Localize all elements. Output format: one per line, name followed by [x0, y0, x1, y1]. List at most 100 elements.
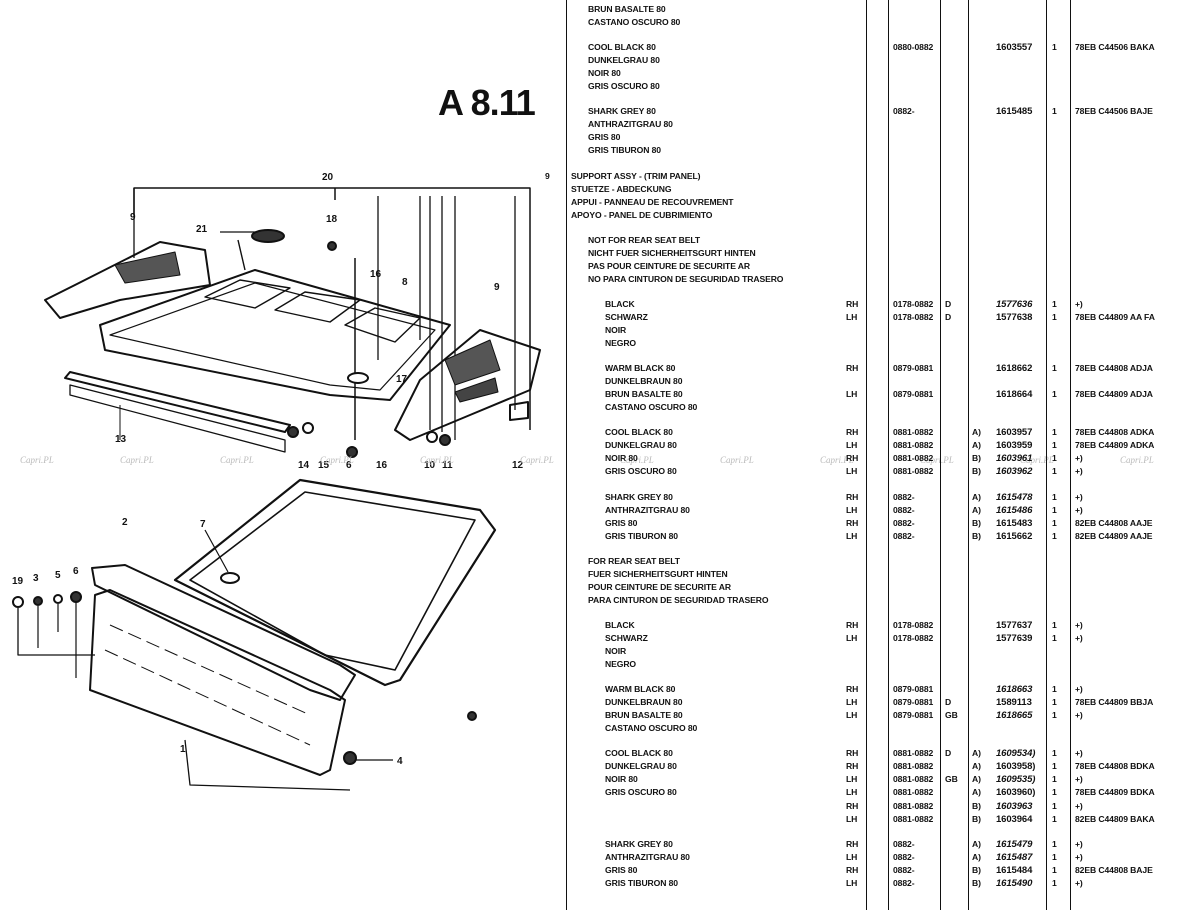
date-range-cell: 0879-0881 [893, 684, 934, 695]
part-number-cell: 1603964 [996, 813, 1033, 825]
engineering-code-cell: 82EB C44808 AAJE [1075, 517, 1153, 528]
date-range-cell: 0879-0881 [893, 710, 934, 721]
option-cell: B) [972, 800, 981, 811]
engineering-code-cell: 82EB C44809 BAKA [1075, 813, 1155, 824]
side-cell: LH [846, 632, 858, 643]
date-range-cell: 0882- [893, 838, 915, 849]
part-number-cell: 1618662 [996, 363, 1033, 375]
date-range-cell: 0879-0881 [893, 697, 934, 708]
part-number-cell: 1615485 [996, 106, 1033, 118]
option-cell: A) [972, 761, 981, 772]
side-cell: RH [846, 453, 859, 464]
description-line: GRIS OSCURO 80 [588, 81, 660, 92]
callout-12: 12 [512, 460, 524, 471]
part-number-cell: 1577639 [996, 632, 1033, 644]
description-line: PAS POUR CEINTURE DE SECURITE AR [588, 260, 751, 271]
option-cell: B) [972, 864, 981, 875]
quantity-cell: 1 [1052, 42, 1057, 53]
description-line: DUNKELGRAU 80 [605, 440, 677, 451]
option-cell: A) [972, 748, 981, 759]
description-line: GRIS 80 [605, 864, 638, 875]
option-cell: A) [972, 427, 981, 438]
callout-4: 4 [397, 756, 403, 767]
description-line: SCHWARZ [605, 311, 648, 322]
option-cell: B) [972, 453, 981, 464]
part-number-cell: 1603557 [996, 42, 1033, 54]
description-line: NEGRO [605, 338, 637, 349]
quantity-cell: 1 [1052, 787, 1057, 798]
part-number-cell: 1589113 [996, 697, 1032, 709]
callout-8: 8 [402, 277, 408, 288]
quantity-cell: 1 [1052, 389, 1057, 400]
description-line: COOL BLACK 80 [588, 42, 656, 53]
side-cell: RH [846, 684, 859, 695]
description-line: NOIR 80 [588, 68, 621, 79]
watermark: Capri.PL [520, 455, 554, 465]
side-cell: RH [846, 748, 859, 759]
description-line: NO PARA CINTURON DE SEGURIDAD TRASERO [588, 273, 784, 284]
description-line: WARM BLACK 80 [605, 684, 676, 695]
description-line: BLACK [605, 619, 635, 630]
quantity-cell: 1 [1052, 311, 1057, 322]
engineering-code-cell: 78EB C44809 BDKA [1075, 787, 1155, 798]
date-range-cell: 0882- [893, 877, 915, 888]
column-rule [940, 0, 941, 910]
callout-9-right: 9 [494, 282, 500, 293]
engineering-code-cell: 82EB C44809 AAJE [1075, 530, 1153, 541]
page-reference: A 8.11 [438, 82, 536, 123]
watermark: Capri.PL [720, 455, 754, 465]
engineering-code-cell: +) [1075, 466, 1083, 477]
date-range-cell: 0178-0882 [893, 632, 934, 643]
side-cell: LH [846, 311, 858, 322]
side-cell: RH [846, 619, 859, 630]
description-line: BRUN BASALTE 80 [605, 710, 683, 721]
engineering-code-cell: +) [1075, 851, 1083, 862]
callout-7: 7 [200, 519, 206, 530]
option-cell: A) [972, 504, 981, 515]
description-line: SHARK GREY 80 [605, 491, 673, 502]
description-line: BRUN BASALTE 80 [605, 389, 683, 400]
option-cell: A) [972, 787, 981, 798]
callout-6-upper: 6 [346, 460, 352, 471]
quantity-cell: 1 [1052, 106, 1057, 117]
quantity-cell: 1 [1052, 774, 1057, 785]
date-range-cell: 0882- [893, 504, 915, 515]
engineering-code-cell: +) [1075, 800, 1083, 811]
description-line: SUPPORT ASSY - (TRIM PANEL) [571, 170, 701, 181]
description-line: POUR CEINTURE DE SECURITE AR [588, 581, 731, 592]
item-marker: 9 [545, 170, 550, 181]
date-range-cell: 0178-0882 [893, 298, 934, 309]
part-number-cell: 1609535) [996, 774, 1036, 786]
description-line: CASTANO OSCURO 80 [605, 402, 698, 413]
date-range-cell: 0882- [893, 106, 915, 117]
date-range-cell: 0879-0881 [893, 363, 934, 374]
option-cell: B) [972, 466, 981, 477]
quantity-cell: 1 [1052, 491, 1057, 502]
description-line: DUNKELBRAUN 80 [605, 697, 683, 708]
side-cell: LH [846, 851, 858, 862]
part-number-cell: 1609534) [996, 748, 1036, 760]
callout-9-left: 9 [130, 212, 136, 223]
quantity-cell: 1 [1052, 363, 1057, 374]
side-cell: LH [846, 466, 858, 477]
callout-1: 1 [180, 744, 186, 755]
side-cell: LH [846, 504, 858, 515]
part-number-cell: 1603963 [996, 800, 1033, 812]
side-cell: RH [846, 298, 859, 309]
description-line: FOR REAR SEAT BELT [588, 555, 680, 566]
option-cell: A) [972, 838, 981, 849]
side-cell: LH [846, 697, 858, 708]
side-cell: LH [846, 774, 858, 785]
engineering-code-cell: +) [1075, 453, 1083, 464]
option-cell: A) [972, 440, 981, 451]
column-rule [1070, 0, 1071, 910]
callout-10: 10 [424, 460, 436, 471]
part-number-cell: 1615490 [996, 877, 1033, 889]
quantity-cell: 1 [1052, 851, 1057, 862]
callout-2: 2 [122, 517, 128, 528]
description-line: GRIS TIBURON 80 [588, 145, 661, 156]
description-line: GRIS TIBURON 80 [605, 530, 678, 541]
quantity-cell: 1 [1052, 838, 1057, 849]
watermark: Capri.PL [220, 455, 254, 465]
description-line: NICHT FUER SICHERHEITSGURT HINTEN [588, 247, 756, 258]
